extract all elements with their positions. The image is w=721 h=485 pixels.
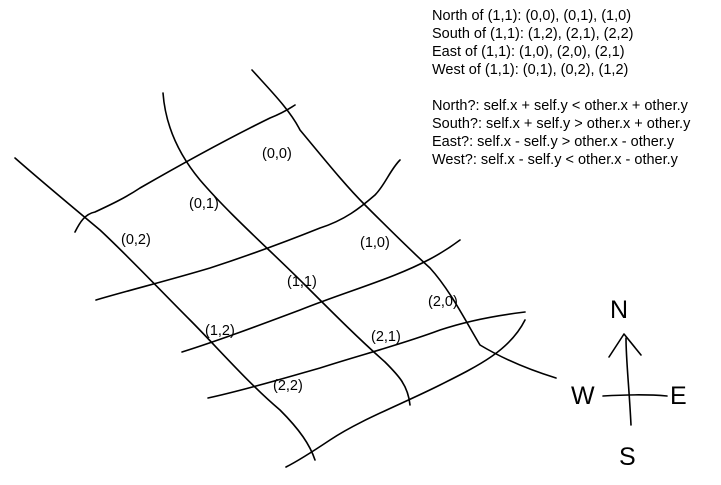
compass-north-label: N <box>610 296 628 324</box>
cell-label: (0,1) <box>189 196 219 212</box>
compass-south-label: S <box>619 443 636 471</box>
relation-west: West of (1,1): (0,1), (0,2), (1,2) <box>432 62 629 78</box>
predicate-east: East?: self.x - self.y > other.x - other… <box>432 134 675 150</box>
predicate-south: South?: self.x + self.y > other.x + othe… <box>432 116 691 132</box>
compass-vertical-line <box>625 337 632 426</box>
grid-line-b5 <box>285 319 526 468</box>
compass-west-label: W <box>571 382 595 410</box>
notes-spacer <box>432 79 690 97</box>
relation-north: North of (1,1): (0,0), (0,1), (1,0) <box>432 8 632 24</box>
notes-panel: North of (1,1): (0,0), (0,1), (1,0) Sout… <box>432 7 690 169</box>
grid-line-a2 <box>162 92 411 406</box>
cell-label: (2,2) <box>273 378 303 394</box>
grid-line-b2 <box>95 159 401 301</box>
compass-arrowhead-icon <box>608 333 642 358</box>
compass-horizontal-line <box>602 394 668 397</box>
cell-label: (2,0) <box>428 294 458 310</box>
predicate-west: West?: self.x - self.y < other.x - other… <box>432 152 678 168</box>
predicate-north: North?: self.x + self.y < other.x + othe… <box>432 98 688 114</box>
compass-east-label: E <box>670 382 687 410</box>
cell-label: (1,1) <box>287 274 317 290</box>
cell-label: (2,1) <box>371 329 401 345</box>
grid-line-a3 <box>251 69 557 379</box>
grid-line-a1 <box>14 157 316 461</box>
cell-label: (0,0) <box>262 146 292 162</box>
cell-label: (0,2) <box>121 232 151 248</box>
grid-line-b1 <box>74 104 296 233</box>
relation-east: East of (1,1): (1,0), (2,0), (2,1) <box>432 44 625 60</box>
cell-label: (1,2) <box>205 323 235 339</box>
grid-line-b4 <box>207 311 526 399</box>
grid-line-b3 <box>181 239 461 353</box>
relation-south: South of (1,1): (1,2), (2,1), (2,2) <box>432 26 634 42</box>
cell-label: (1,0) <box>360 235 390 251</box>
